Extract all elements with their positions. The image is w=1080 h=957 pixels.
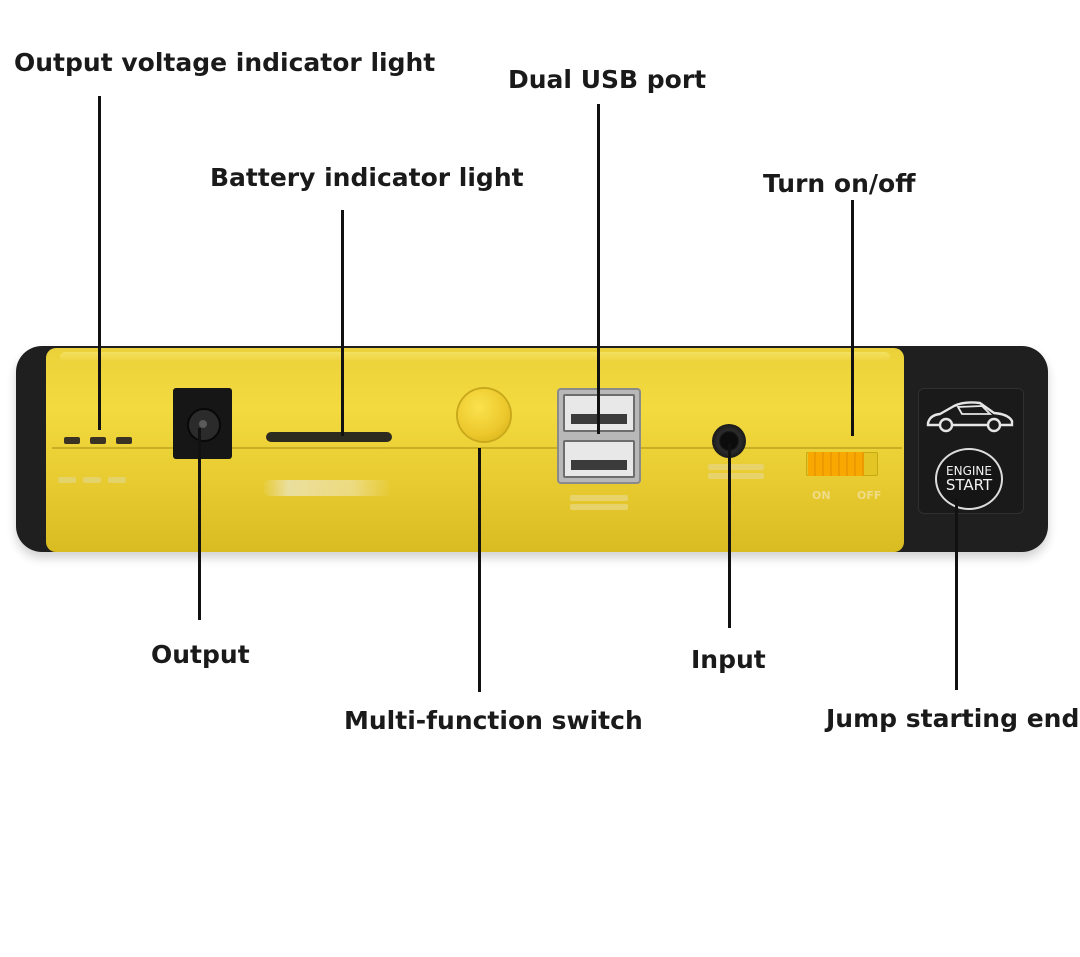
leader-jump-starting-end bbox=[955, 498, 958, 690]
usb-port-legend bbox=[566, 492, 632, 513]
leader-output-voltage-indicator bbox=[98, 96, 101, 430]
battery-indicator-bar bbox=[266, 432, 392, 442]
leader-turn-on-off bbox=[851, 200, 854, 436]
car-icon bbox=[926, 401, 1014, 433]
leader-battery-indicator bbox=[341, 210, 344, 436]
body-highlight bbox=[60, 352, 890, 362]
body-seam bbox=[52, 447, 902, 449]
battery-indicator-legend bbox=[262, 480, 392, 496]
input-jack-legend bbox=[708, 461, 764, 482]
voltage-led-legend bbox=[58, 468, 138, 483]
voltage-led-3 bbox=[116, 437, 132, 444]
callout-output: Output bbox=[151, 640, 250, 669]
callout-dual-usb: Dual USB port bbox=[508, 65, 707, 94]
power-switch-knob[interactable] bbox=[808, 452, 864, 476]
callout-input: Input bbox=[691, 645, 766, 674]
engine-start-button-icon[interactable]: ENGINE START bbox=[935, 448, 1003, 510]
leader-dual-usb bbox=[597, 104, 600, 434]
multi-function-button[interactable] bbox=[458, 389, 510, 441]
start-label: START bbox=[945, 476, 993, 494]
callout-turn-on-off: Turn on/off bbox=[763, 169, 916, 198]
leader-output bbox=[198, 428, 201, 620]
leader-multi-function-switch bbox=[478, 448, 481, 692]
callout-battery-indicator: Battery indicator light bbox=[210, 163, 524, 192]
switch-on-label: ON bbox=[812, 489, 831, 502]
callout-output-voltage-indicator: Output voltage indicator light bbox=[14, 48, 436, 77]
leader-input bbox=[728, 444, 731, 628]
usb-slot-bottom[interactable] bbox=[563, 440, 635, 478]
voltage-led-1 bbox=[64, 437, 80, 444]
dc-port-icon[interactable] bbox=[173, 388, 232, 459]
voltage-led-2 bbox=[90, 437, 106, 444]
callout-multi-function-switch: Multi-function switch bbox=[344, 706, 643, 735]
switch-off-label: OFF bbox=[857, 489, 882, 502]
engine-label: ENGINE bbox=[946, 464, 992, 478]
callout-jump-starting-end: Jump starting end bbox=[826, 704, 1080, 733]
